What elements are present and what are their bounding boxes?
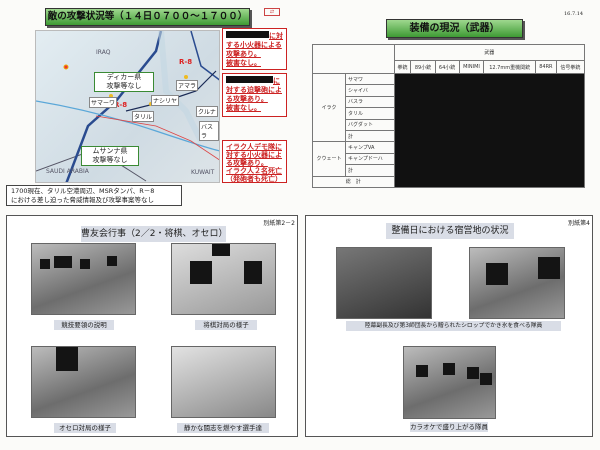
map-label-tallil: タリル: [132, 111, 155, 122]
redacted-values: [393, 73, 586, 188]
table-row: 計: [313, 164, 585, 177]
map-label-r8: R-8: [114, 101, 128, 109]
map: IRAQ SAUDI ARABIA KUWAIT R-8 R-8 サマーワ ナシ…: [35, 30, 220, 183]
map-label-iraq: IRAQ: [96, 49, 111, 56]
photo-shaved-ice-machine: [336, 247, 432, 319]
column-header: 89小銃: [410, 60, 436, 74]
caption: カラオケで盛り上がる隊員: [410, 422, 488, 432]
callout-3: イラク人デモ隊に対する小火器による攻撃あり。イラク人２名死亡（発砲者も死亡）: [222, 140, 287, 183]
photo-eating-ice: [469, 247, 565, 319]
attachment-tag: 別紙第4: [568, 220, 590, 227]
row-label: 計: [345, 164, 395, 177]
muthanna-box: ムサンナ県攻撃等なし: [81, 146, 139, 166]
equipment-title: 装備の現況（武器）: [386, 19, 523, 38]
column-header: 拳銃: [393, 60, 412, 74]
row-label: キャンプドーハ: [345, 152, 395, 166]
map-label-qurna: クルナ: [196, 106, 218, 117]
column-header: 12.7mm重機関銃: [483, 60, 537, 74]
row-label: サマワ: [345, 72, 395, 86]
attack-title: 敵の攻撃状況等（１４日０７００～１７００）: [45, 8, 250, 26]
caption: 競技要領の説明: [54, 320, 114, 330]
photo-othello: [31, 346, 136, 418]
caption: オセロ対局の様子: [54, 423, 116, 433]
group-label: クウェート: [312, 141, 346, 177]
photo-karaoke: [403, 346, 496, 419]
caption: 陸幕副長及び第3師団長から贈られたシロップでかき氷を食べる隊員: [346, 321, 561, 331]
map-label-r8: R-8: [179, 58, 193, 66]
column-header: MINIMI: [458, 60, 485, 74]
column-header: 64小銃: [434, 60, 460, 74]
map-label-samawa: サマーワ: [89, 97, 118, 108]
attachment-tag: 別紙第2－2: [263, 220, 295, 227]
table-row: イラクサマワ: [312, 72, 586, 188]
map-label-basra: バスラ: [199, 121, 219, 141]
callout-1: に対する小火器による攻撃あり。被害なし。: [222, 28, 287, 70]
row-label: キャンプVA: [345, 141, 395, 154]
event-panel: 別紙第2－2 曹友会行事（2／2・将棋、オセロ） 競技要領の説明 将棋対局の様子…: [6, 215, 298, 437]
caption: 将棋対局の様子: [195, 320, 257, 330]
map-legend-icon: ⇄: [264, 8, 280, 16]
map-label-kuwait: KUWAIT: [191, 169, 215, 176]
row-label: タリル: [345, 107, 395, 120]
column-header: 信号拳銃: [555, 60, 586, 74]
total-label: 総 計: [312, 175, 395, 188]
row-label: バスラ: [345, 95, 395, 109]
photo-shogi: [171, 243, 276, 315]
date: 16.7.14: [564, 11, 584, 17]
photo-players: [171, 346, 276, 418]
camp-panel: 別紙第4 整備日における宿営地の状況 陸幕副長及び第3師団長から贈られたシロップ…: [305, 215, 593, 437]
event-title: 曹友会行事（2／2・将棋、オセロ）: [81, 226, 227, 242]
map-label-nasiriya: ナシリヤ: [151, 95, 180, 106]
map-label-amara: アマラ: [176, 80, 199, 91]
camp-title: 整備日における宿営地の状況: [386, 223, 514, 239]
row-label: 計: [345, 129, 395, 143]
row-label: シャイバ: [345, 84, 395, 97]
map-label-saudi: SAUDI ARABIA: [46, 168, 89, 175]
callout-2: に対する迫撃砲による攻撃あり。被害なし。: [222, 73, 287, 117]
caption: 静かな闘志を燃やす選手達: [177, 423, 269, 433]
photo-rules: [31, 243, 136, 315]
header-weapons: 武器: [393, 44, 586, 61]
dhi-qar-box: ディカー県攻撃等なし: [94, 72, 154, 92]
column-header: 84RR: [535, 60, 557, 74]
row-label: バグダット: [345, 118, 395, 131]
group-label: イラク: [312, 72, 346, 143]
